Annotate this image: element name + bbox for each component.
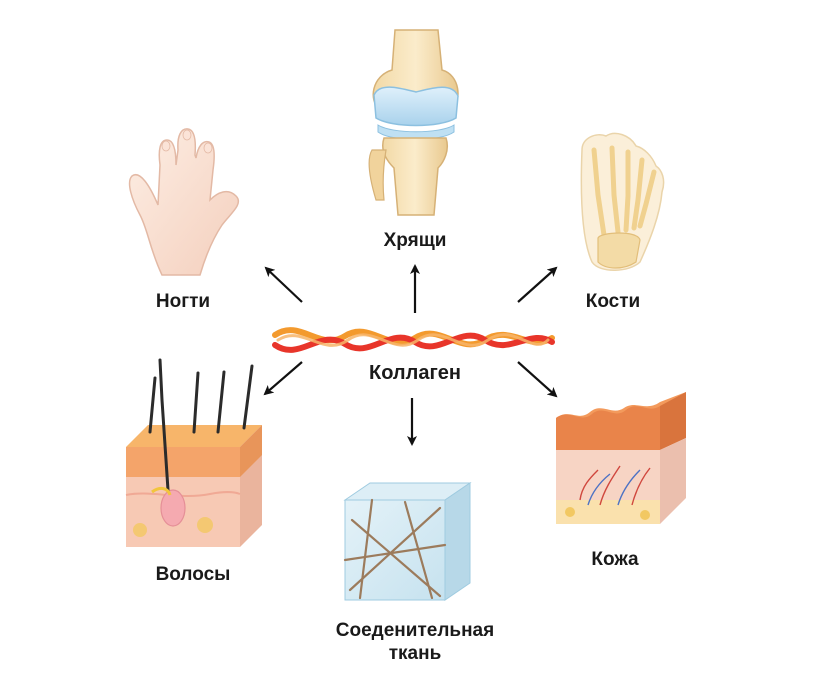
label-connective: Соеденительная ткань <box>290 620 540 666</box>
collagen-fiber-icon <box>272 327 555 353</box>
hand-icon <box>128 128 240 276</box>
hair-follicle-icon <box>125 358 262 547</box>
label-nails: Ногти <box>155 291 211 312</box>
label-connective-line-2: ткань <box>388 642 442 664</box>
arrow-to-hair <box>263 361 303 396</box>
label-hair: Волосы <box>155 564 231 585</box>
connective-tissue-cube-icon <box>343 482 472 601</box>
arrow-to-nails <box>264 266 303 303</box>
label-skin: Кожа <box>591 549 639 570</box>
knee-joint-icon <box>368 29 459 216</box>
foot-bones-icon <box>580 132 665 271</box>
label-cartilage: Хрящи <box>383 230 447 251</box>
skin-layers-icon <box>556 392 686 524</box>
arrow-to-skin <box>517 361 558 398</box>
arrow-to-bones <box>517 266 558 303</box>
label-bones: Кости <box>585 291 641 312</box>
label-collagen: Коллаген <box>369 362 461 384</box>
label-connective-line-1: Соеденительная <box>335 620 495 641</box>
